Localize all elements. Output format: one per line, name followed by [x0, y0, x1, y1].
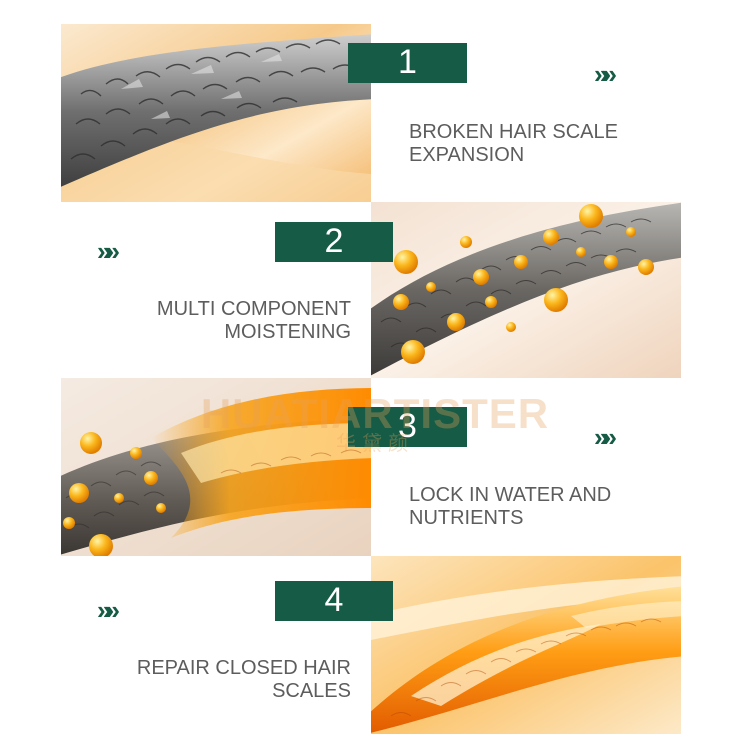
step-2-caption-line-1: MULTI COMPONENT [156, 298, 351, 320]
step-1-chevrons-icon: »» [594, 59, 617, 89]
step-3-caption-line-1: LOCK IN WATER AND [409, 484, 612, 506]
step-4-number-badge: 4 [275, 581, 393, 621]
step-1-number-badge: 1 [348, 43, 467, 83]
step-1-hair-image [61, 24, 371, 202]
step-4-caption: REPAIR CLOSED HAIR SCALES [90, 657, 351, 703]
step-3-number-badge: 3 [348, 407, 467, 447]
step-4-hair-image [371, 556, 681, 734]
step-3-caption: LOCK IN WATER AND NUTRIENTS [409, 484, 611, 530]
step-4-caption-line-1: REPAIR CLOSED HAIR [136, 657, 351, 679]
step-1-caption: BROKEN HAIR SCALE EXPANSION [409, 121, 618, 167]
step-2-chevrons-icon: »» [97, 236, 120, 266]
step-3-hair-image [61, 378, 371, 556]
step-2-caption: MULTI COMPONENT MOISTENING [100, 298, 351, 344]
step-2-number-badge: 2 [275, 222, 393, 262]
step-4-caption-line-2: SCALES [272, 680, 351, 702]
step-1-caption-line-2: EXPANSION [409, 144, 525, 166]
step-2-caption-line-2: MOISTENING [224, 321, 351, 343]
step-1-caption-line-1: BROKEN HAIR SCALE [409, 121, 618, 143]
step-3-chevrons-icon: »» [594, 422, 617, 452]
step-4-chevrons-icon: »» [97, 595, 120, 625]
step-3-caption-line-2: NUTRIENTS [409, 507, 524, 529]
step-2-hair-image [371, 202, 681, 378]
